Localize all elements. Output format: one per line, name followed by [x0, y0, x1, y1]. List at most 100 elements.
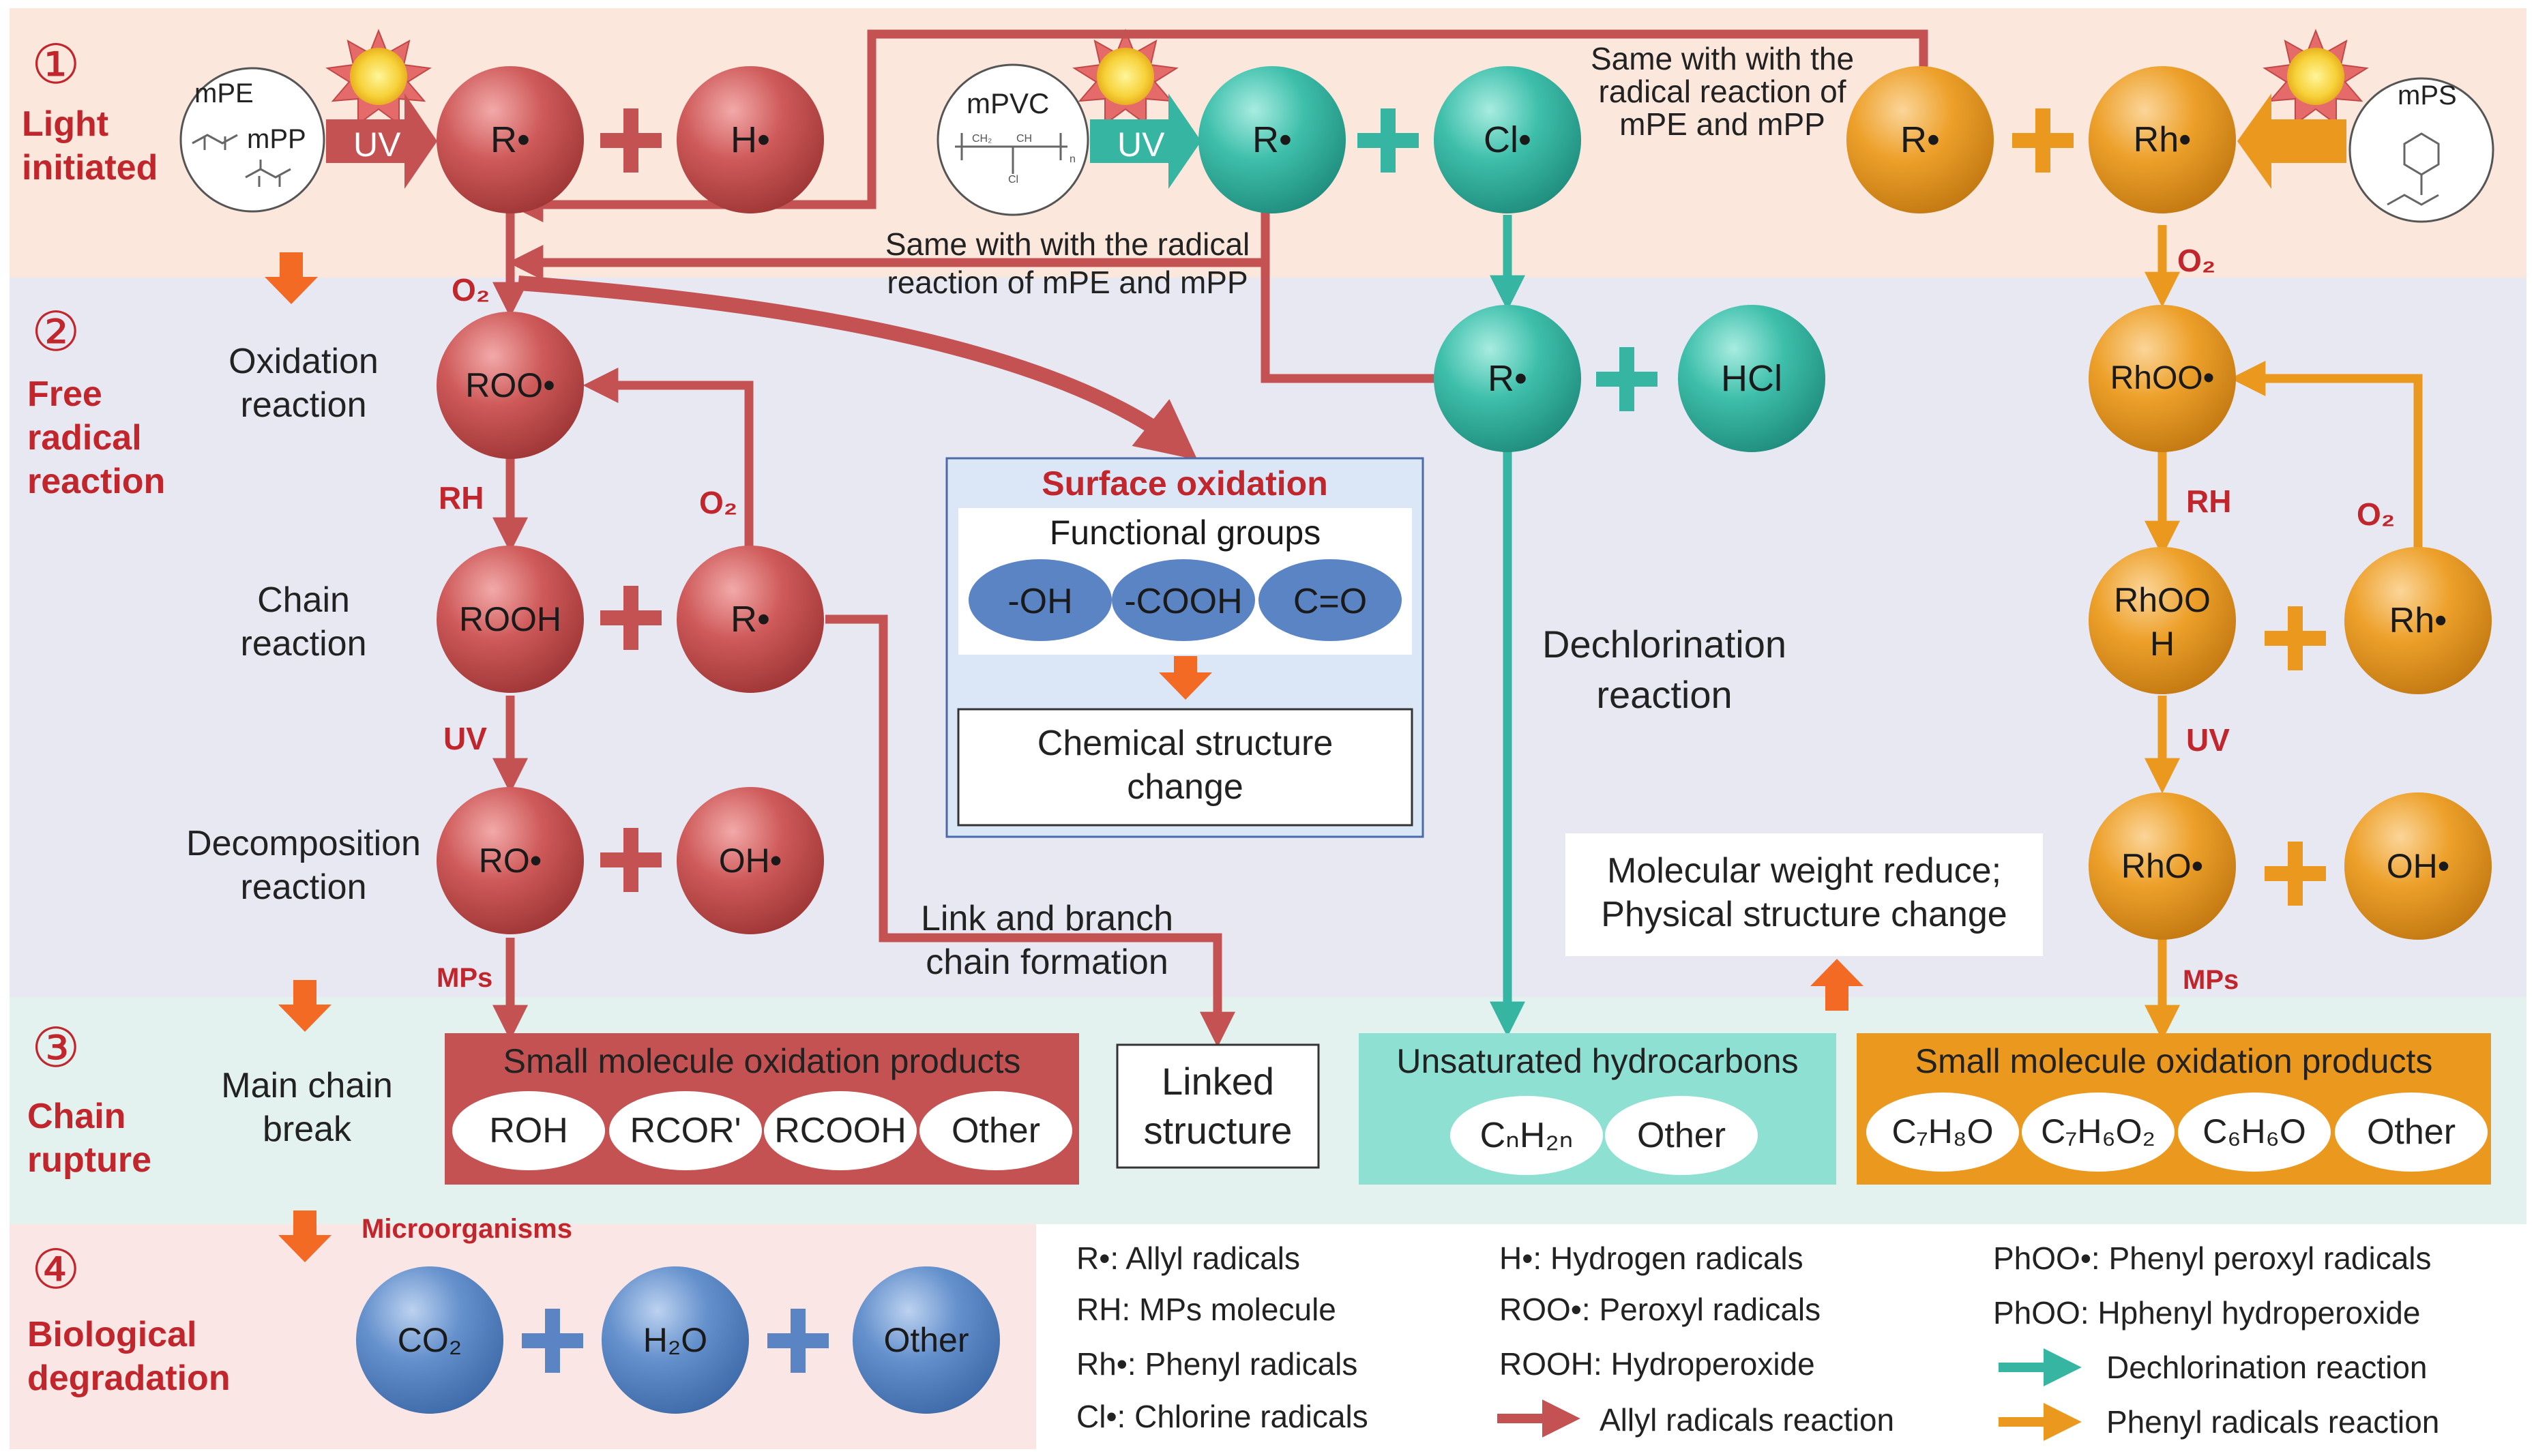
functional-groups-title: Functional groups	[1049, 514, 1321, 552]
linked-structure-box	[1116, 1043, 1320, 1169]
legend-col2-item-1: H•: Hydrogen radicals	[1499, 1240, 1803, 1276]
orange-item-ellipse-2	[2022, 1093, 2175, 1172]
sphere-label-cl: Cl•	[1484, 119, 1531, 160]
legend-col1-item-4: Cl•: Chlorine radicals	[1076, 1399, 1368, 1434]
mpvc-label: mPVC	[967, 87, 1050, 119]
sphere-co2	[356, 1266, 503, 1414]
sphere-label-red-r2: R•	[731, 599, 770, 640]
chem-change-text: Chemical structure change	[1037, 724, 1334, 807]
sun-icon-2	[1072, 29, 1179, 125]
plus-orange-2	[2265, 606, 2326, 670]
section-down-arrow-1	[265, 252, 318, 304]
red-loop-r-to-roo	[583, 368, 754, 549]
plus-teal-1	[1357, 108, 1419, 173]
same-reaction-note-top: Same with with the radical reaction of m…	[1590, 41, 1855, 142]
reagent-o2-b: O₂	[699, 485, 738, 520]
sphere-label-or-rh: Rh•	[2133, 120, 2192, 160]
sphere-label-oh-or: OH•	[2386, 847, 2450, 885]
chem-change-panel	[957, 708, 1413, 827]
teal-products-title: Unsaturated hydrocarbons	[1396, 1042, 1799, 1080]
sphere-label-teal-r: R•	[1252, 119, 1292, 160]
sphere-teal-r2	[1434, 305, 1581, 452]
legend-arrow-label-dechlorination: Dechlorination reaction	[2106, 1350, 2428, 1385]
sphere-label-red-r: R•	[490, 119, 530, 160]
sphere-oh-or	[2344, 792, 2492, 940]
ps-structure	[2387, 132, 2440, 206]
sphere-label-red-h: H•	[731, 119, 770, 160]
sun-icon-3	[2263, 29, 2369, 125]
orange-loop-rh-to-rhoo	[2230, 361, 2423, 549]
reagent-mps-b: MPs	[2183, 965, 2239, 995]
pvc-ch-label: CH	[1016, 133, 1033, 145]
sphere-label-rhoo: RhOO•	[2110, 360, 2215, 396]
reagent-mps-a: MPs	[437, 963, 493, 993]
sphere-red-h	[677, 66, 824, 213]
red-item-4: Other	[951, 1111, 1041, 1150]
orange-item-4: Other	[2366, 1112, 2456, 1152]
pvc-n-label: n	[1070, 153, 1076, 165]
legend-col2-item-2: ROO•: Peroxyl radicals	[1499, 1292, 1821, 1327]
reagent-o2-d: O₂	[2357, 496, 2396, 532]
group-oh: -OH	[1007, 582, 1073, 621]
red-item-3: RCOOH	[774, 1111, 907, 1150]
surface-down-arrow	[1159, 656, 1212, 700]
section-down-arrow-3	[278, 1210, 332, 1262]
sphere-label-rho: RhO•	[2121, 847, 2204, 885]
teal-products-box	[1359, 1033, 1836, 1185]
pvc-ch2-label: CH₂	[972, 133, 992, 145]
sphere-or-rh	[2089, 66, 2236, 213]
teal-item-ellipse-2	[1605, 1096, 1758, 1175]
sphere-oh-red	[677, 787, 824, 934]
sphere-h2o	[602, 1266, 749, 1414]
sphere-label-other-blue: Other	[883, 1321, 969, 1359]
red-item-2: RCOR'	[630, 1111, 741, 1150]
sphere-label-or-rh2: Rh•	[2389, 601, 2447, 640]
sphere-label-oh-red: OH•	[718, 842, 782, 880]
main-chain-break-label: Main chain break	[221, 1066, 393, 1149]
plus-orange-3	[2265, 842, 2326, 906]
microorganisms-label: Microorganisms	[362, 1214, 572, 1244]
mpvc-circle	[937, 63, 1089, 216]
mps-label: mPS	[2398, 80, 2457, 110]
plus-orange-1	[2012, 108, 2074, 173]
section-number-2: ②	[31, 300, 80, 363]
legend-background	[1036, 1224, 2526, 1449]
reagent-rh-a: RH	[439, 480, 484, 516]
reagent-rh-b: RH	[2186, 484, 2232, 519]
orange-item-ellipse-1	[1866, 1093, 2019, 1172]
teal-item-1: CₙH₂ₙ	[1479, 1116, 1574, 1155]
sphere-or-r	[1846, 66, 1994, 213]
sphere-label-or-r: R•	[1900, 119, 1940, 160]
legend-col1-item-3: Rh•: Phenyl radicals	[1076, 1346, 1358, 1382]
group-cooh: -COOH	[1124, 582, 1243, 621]
surface-oxidation-title: Surface oxidation	[1042, 464, 1328, 503]
chain-reaction-label: Chain reaction	[240, 580, 367, 664]
uv-arrow-red	[326, 93, 437, 189]
red-curve-surface	[518, 276, 1198, 460]
red-item-1: ROH	[489, 1111, 568, 1150]
plus-blue-1	[522, 1309, 583, 1373]
orange-item-2: C₇H₆O₂	[2041, 1112, 2155, 1150]
mps-circle	[2348, 77, 2494, 223]
same-reaction-note-mid: Same with with the radical reaction of m…	[885, 226, 1250, 300]
orange-products-title: Small molecule oxidation products	[1915, 1042, 2433, 1080]
section-number-1: ①	[31, 33, 80, 96]
red-item-ellipse-4	[919, 1091, 1072, 1170]
sphere-label-roo: ROO•	[465, 366, 555, 404]
section-title-3: Chain rupture	[27, 1097, 151, 1180]
red-arrow-r-to-linked	[825, 614, 1235, 1048]
legend-col1-item-2: RH: MPs molecule	[1076, 1292, 1336, 1327]
mw-reduce-label: Molecular weight reduce; Physical struct…	[1601, 851, 2007, 934]
mw-reduce-box	[1565, 833, 2043, 956]
legend-arrow-label-allyl: Allyl radicals reaction	[1600, 1402, 1895, 1438]
sphere-rhooh	[2089, 547, 2236, 694]
reagent-uv-a: UV	[443, 721, 487, 756]
teal-item-ellipse-1	[1450, 1096, 1603, 1175]
sphere-hcl	[1678, 305, 1825, 452]
orange-item-1: C₇H₈O	[1891, 1112, 1994, 1150]
group-ellipse-co	[1258, 559, 1402, 641]
red-mid-loop	[1261, 181, 1446, 383]
sphere-label-hcl: HCl	[1721, 358, 1782, 399]
